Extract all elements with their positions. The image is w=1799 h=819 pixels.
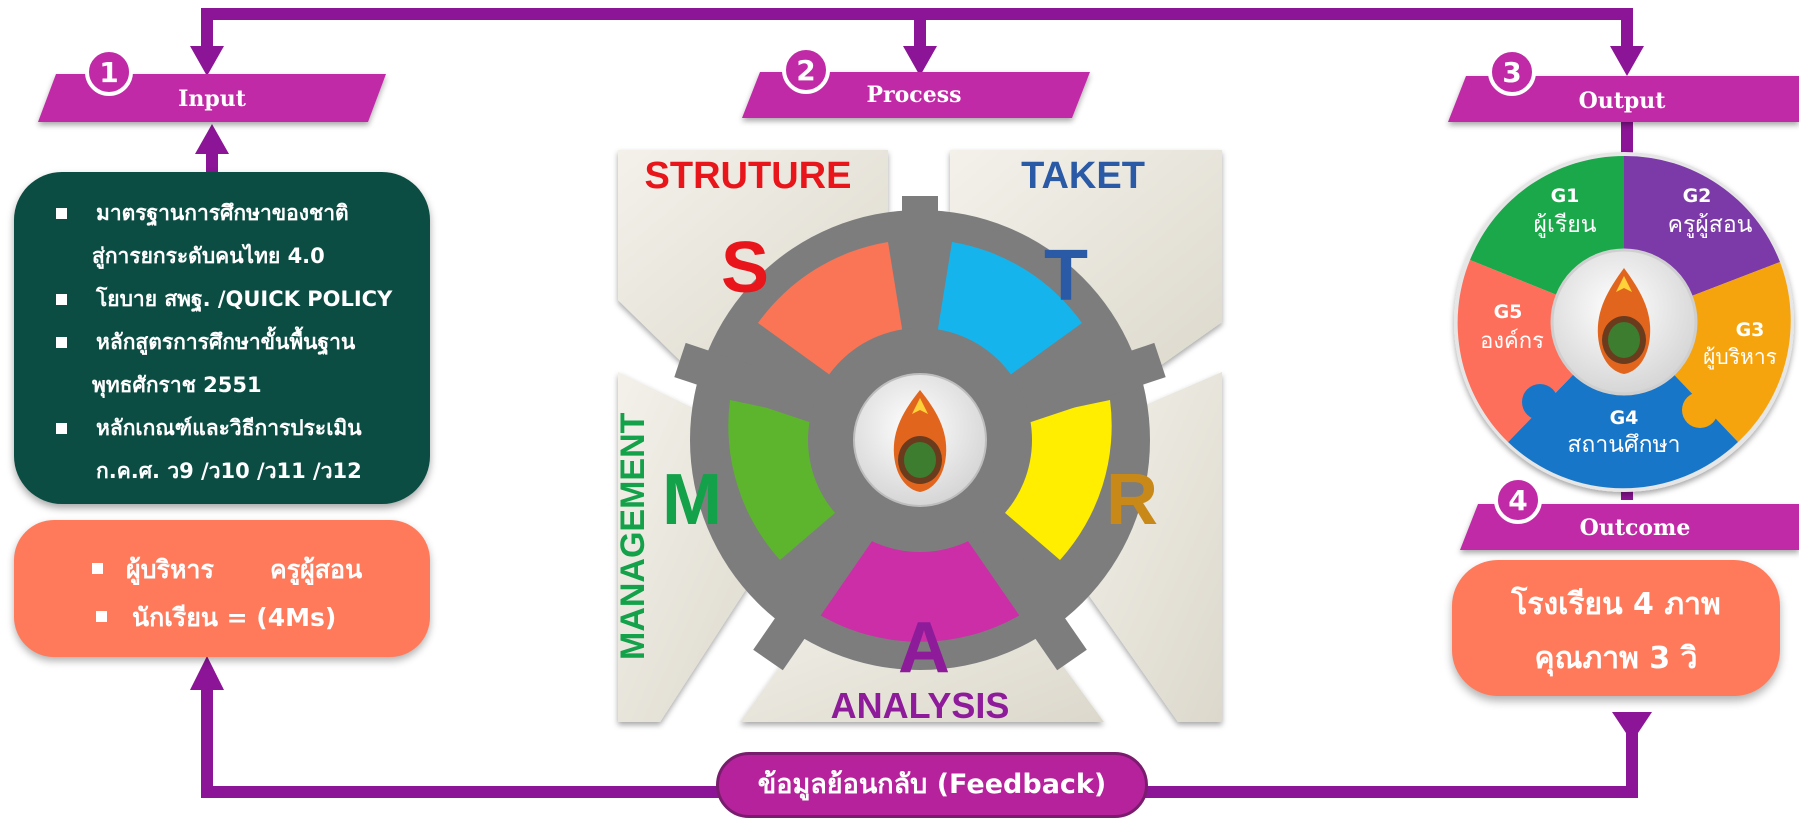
arrow-to-process xyxy=(903,46,937,76)
bullet-icon xyxy=(96,611,107,622)
input-item-text: สู่การยกระดับคนไทย 4.0 xyxy=(92,244,325,268)
bullet-icon xyxy=(92,563,103,574)
input-item: หลักสูตรการศึกษาขั้นพื้นฐาน xyxy=(36,321,412,364)
letter-r: R xyxy=(1106,460,1158,540)
puzzle-g4 xyxy=(1508,322,1738,489)
arrow-to-output xyxy=(1610,46,1644,76)
input-item-text: หลักเกณฑ์และวิธีการประเมิน xyxy=(96,416,362,440)
input-list: มาตรฐานการศึกษาของชาติ สู่การยกระดับคนไท… xyxy=(36,192,412,493)
banner-input: 1 Input xyxy=(38,48,386,122)
input-item: มาตรฐานการศึกษาของชาติ xyxy=(36,192,412,235)
word-management: MANAGEMENT xyxy=(614,412,652,660)
input-item-text: มาตรฐานการศึกษาของชาติ xyxy=(96,201,349,225)
g3-code: G3 xyxy=(1736,319,1765,341)
input-list-box: มาตรฐานการศึกษาของชาติ สู่การยกระดับคนไท… xyxy=(14,172,430,504)
outcome-box: โรงเรียน 4 ภาพ คุณภาพ 3 วิ xyxy=(1452,560,1780,696)
step-number-3: 3 xyxy=(1502,56,1521,89)
bullet-icon xyxy=(56,294,67,305)
resources-row-2: นักเรียน = (4Ms) xyxy=(14,594,430,642)
letter-s: S xyxy=(721,228,769,308)
banner-outcome: 4 Outcome xyxy=(1460,476,1799,550)
g5-code: G5 xyxy=(1494,301,1523,323)
g2-name: ครูผู้สอน xyxy=(1668,212,1753,238)
obec-emblem-output xyxy=(1550,248,1698,396)
step-label-output: Output xyxy=(1579,88,1667,114)
input-item-continued: พุทธศักราช 2551 xyxy=(36,364,412,407)
resource-student: นักเรียน = (4Ms) xyxy=(132,603,337,632)
input-item-text: ก.ค.ศ. ว9 /ว10 /ว11 /ว12 xyxy=(96,459,362,483)
arrow-to-input xyxy=(190,46,224,76)
g1-code: G1 xyxy=(1551,185,1580,207)
input-item-continued: สู่การยกระดับคนไทย 4.0 xyxy=(36,235,412,278)
arrow-down-from-outcome xyxy=(1612,712,1652,742)
arrow-up-into-input-banner xyxy=(195,124,229,154)
g1-name: ผู้เรียน xyxy=(1534,212,1597,238)
g5-name: องค์กร xyxy=(1480,329,1544,354)
input-item-continued: ก.ค.ศ. ว9 /ว10 /ว11 /ว12 xyxy=(36,450,412,493)
process-graphic: S T R A M STRUTURE TAKET ANALYSIS MANAGE… xyxy=(614,150,1222,726)
step-number-4: 4 xyxy=(1508,484,1527,517)
g4-code: G4 xyxy=(1610,407,1639,429)
word-analysis: ANALYSIS xyxy=(831,685,1010,726)
step-number-2: 2 xyxy=(796,54,815,87)
bullet-icon xyxy=(56,337,67,348)
g4-name: สถานศึกษา xyxy=(1567,432,1680,458)
input-item-text: พุทธศักราช 2551 xyxy=(92,373,262,397)
banner-output: 3 Output xyxy=(1448,48,1799,122)
feedback-label: ข้อมูลย้อนกลับ (Feedback) xyxy=(716,752,1148,818)
obec-emblem-center xyxy=(853,373,987,507)
bullet-icon xyxy=(56,423,67,434)
step-label-process: Process xyxy=(867,82,962,108)
word-target: TAKET xyxy=(1021,155,1145,197)
step-banners: 1 Input 2 Process 3 Output 4 Outcome xyxy=(38,46,1799,550)
input-item: หลักเกณฑ์และวิธีการประเมิน xyxy=(36,407,412,450)
word-structure: STRUTURE xyxy=(645,155,852,197)
arrow-up-into-resources xyxy=(190,656,224,690)
bullet-icon xyxy=(56,208,67,219)
step-label-outcome: Outcome xyxy=(1580,515,1691,541)
resource-teacher: ครูผู้สอน xyxy=(270,555,363,584)
input-item: โยบาย สพฐ. /QUICK POLICY xyxy=(36,278,412,321)
output-puzzle: G1 ผู้เรียน G2 ครูผู้สอน G3 ผู้บริหาร G4… xyxy=(1454,152,1794,492)
letter-m: M xyxy=(662,460,722,540)
resources-row-1: ผู้บริหาร ครูผู้สอน xyxy=(14,546,430,594)
letter-a: A xyxy=(898,608,950,688)
letter-t: T xyxy=(1044,236,1088,316)
outcome-line-1: โรงเรียน 4 ภาพ xyxy=(1511,587,1721,622)
step-number-1: 1 xyxy=(99,56,118,89)
g2-code: G2 xyxy=(1683,185,1712,207)
arrow-heads xyxy=(190,46,1652,742)
input-item-text: หลักสูตรการศึกษาขั้นพื้นฐาน xyxy=(96,330,356,354)
banner-process: 2 Process xyxy=(742,46,1090,118)
input-item-text: โยบาย สพฐ. /QUICK POLICY xyxy=(96,287,393,311)
g3-name: ผู้บริหาร xyxy=(1703,345,1777,370)
resources-box: ผู้บริหาร ครูผู้สอน นักเรียน = (4Ms) xyxy=(14,520,430,657)
step-label-input: Input xyxy=(178,86,247,112)
outcome-line-2: คุณภาพ 3 วิ xyxy=(1534,641,1698,676)
resource-admin: ผู้บริหาร xyxy=(126,555,214,584)
